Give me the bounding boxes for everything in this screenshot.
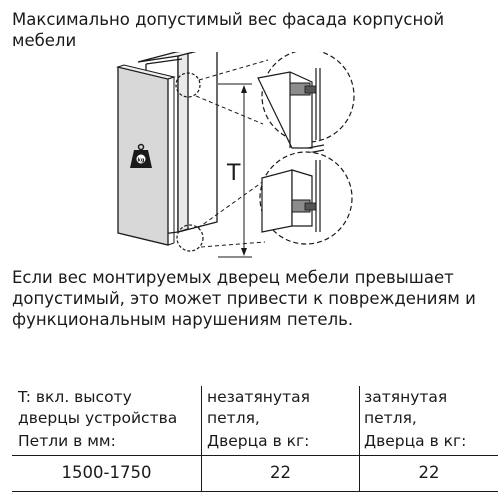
row-tight-weight: 22 [418,463,440,482]
header-col2-line1: незатянутая [207,388,310,406]
header-col1-line3: Петли в мм: [18,432,116,450]
hinge-illustration: kg T [116,52,355,258]
weight-icon: kg [130,143,152,168]
bottom-hinge-detail [259,151,353,245]
row-hinge-range: 1500-1750 [61,463,152,482]
top-hinge-marker [175,72,201,98]
bottom-hinge-marker [176,224,204,252]
header-col2-line3: Дверца в кг: [207,432,310,450]
dimension-label: T [226,161,241,186]
header-col3-line2: петля, [364,409,417,427]
header-col1-line2: дверцы устройства [18,409,178,427]
header-col2-line2: петля, [207,409,260,427]
dimension-t [218,83,252,258]
warning-text: Если вес монтируемых дверец мебели превы… [12,268,476,329]
weight-icon-label: kg [138,158,145,164]
hinge-weight-table: T: вкл. высоту дверцы устройства Петли в… [12,386,498,492]
cabinet [137,52,218,237]
header-col3-line3: Дверца в кг: [364,432,467,450]
header-col3-line1: затянутая [364,388,448,406]
top-hinge-detail [257,52,355,149]
row-loose-weight: 22 [270,463,291,482]
header-col1-line1: T: вкл. высоту [18,388,132,406]
page-title: Максимально допустимый вес фасада корпус… [12,10,445,50]
